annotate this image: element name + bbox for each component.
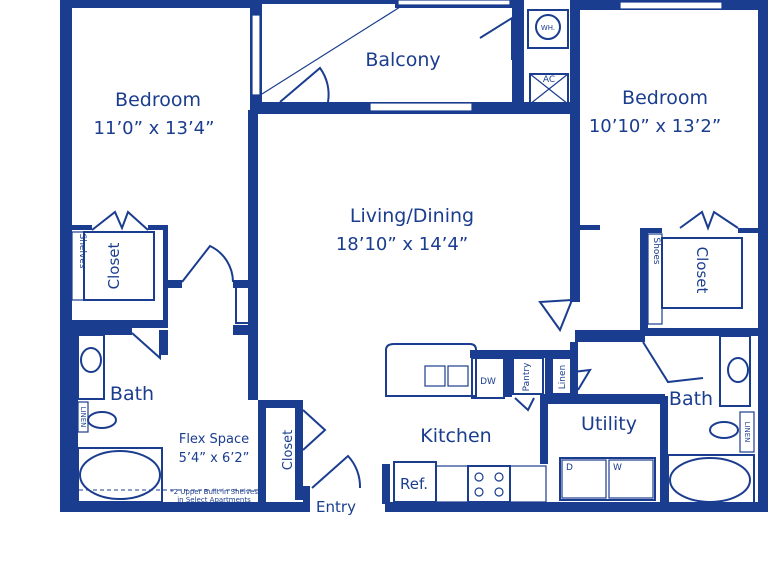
- bath-left-fixtures: [77, 334, 163, 503]
- kitchen-name: Kitchen: [420, 425, 491, 447]
- linen-hall-label: Linen: [244, 290, 259, 325]
- dishwasher-label: DW: [480, 377, 496, 387]
- closet-right: [647, 210, 743, 325]
- closet-flex-name: Closet: [281, 430, 296, 471]
- closet-left: [71, 210, 155, 301]
- water-heater-label: WH.: [541, 24, 555, 32]
- flex-note-line2: in Select Apartments: [177, 496, 251, 504]
- linen-bath-right-label: LINEN: [743, 422, 751, 443]
- flex-note-line1: *2 Upper Built-in Shelves: [170, 488, 258, 496]
- utility-name: Utility: [581, 413, 637, 435]
- linen-kitchen-label: Linen: [558, 365, 568, 389]
- living-name: Living/Dining: [350, 205, 474, 227]
- kitchen-fixtures: [382, 343, 547, 504]
- living-dims: 18’10” x 14’4”: [336, 234, 468, 255]
- utility-fixtures: [559, 457, 656, 501]
- mechanical: [527, 9, 569, 105]
- windows: [251, 0, 723, 112]
- bedroom-left-name: Bedroom: [115, 89, 201, 111]
- shoes-label: Shoes: [651, 237, 661, 264]
- bedroom-right-name: Bedroom: [622, 87, 708, 109]
- closet-right-name: Closet: [693, 247, 711, 294]
- entry-name: Entry: [316, 498, 356, 516]
- linen-hall-closet: [235, 286, 257, 324]
- washer-label: W: [613, 463, 622, 473]
- bedroom-right-dims: 10’10” x 13’2”: [589, 116, 721, 137]
- shelves-label: Shelves: [77, 233, 87, 268]
- pantry-label: Pantry: [522, 362, 532, 391]
- doors: [131, 6, 704, 489]
- dryer-label: D: [566, 463, 573, 473]
- linen-bath-left-label: LINEN: [79, 407, 87, 428]
- closet-left-name: Closet: [105, 243, 123, 290]
- balcony-name: Balcony: [365, 49, 440, 71]
- bath-left-name: Bath: [110, 383, 154, 405]
- flex-dims: 5’4” x 6’2”: [179, 451, 250, 466]
- ac-label: AC: [543, 75, 555, 85]
- bath-right-fixtures: [667, 335, 755, 504]
- bedroom-left-dims: 11’0” x 13’4”: [94, 118, 215, 139]
- refrigerator-label: Ref.: [400, 475, 428, 493]
- bath-right-name: Bath: [669, 388, 713, 410]
- linen-kitchen-closet: [551, 357, 573, 395]
- flex-name: Flex Space: [179, 432, 249, 447]
